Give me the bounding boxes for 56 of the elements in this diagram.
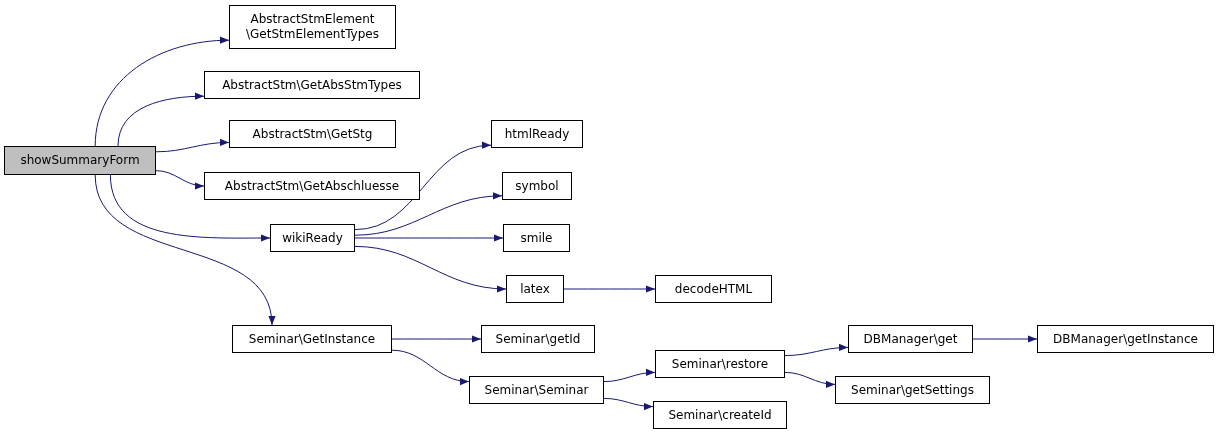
function-name: AbstractStm\GetStg [252,126,373,142]
call-arrow [354,142,492,231]
call-arrow [603,369,656,383]
function-name: DBManager\getInstance [1053,331,1198,347]
function-name: decodeHTML [674,281,753,297]
call-arrow [354,245,507,293]
function-box [491,120,583,148]
call-arrow [155,139,230,153]
function-name: Seminar\createId [668,407,772,423]
function-name: showSummaryForm [20,153,140,168]
call-arrow [109,174,271,242]
call-arrow [94,37,230,147]
function-box [204,71,420,99]
function-name: AbstractStm\GetAbsStmTypes [222,77,402,93]
function-box [655,350,785,378]
call-arrow [563,285,656,293]
function-box [503,224,570,252]
function-box [1037,325,1214,353]
function-box [848,325,973,353]
function-name: AbstractStm\GetAbschluesse [224,178,400,194]
function-box [229,120,396,148]
function-box [506,275,564,303]
function-name: Seminar\getSettings [851,382,974,398]
function-box [835,376,990,404]
function-name: Seminar\getId [495,331,581,347]
call-arrow [784,371,836,388]
function-name: Seminar\Seminar [484,382,589,398]
call-arrow [972,335,1038,343]
function-name: DBManager\get [863,331,958,347]
function-name: wikiReady [282,230,343,246]
function-name: symbol [515,178,559,194]
function-box [653,401,787,429]
call-arrow [155,170,205,190]
call-arrow [354,192,503,236]
function-box [4,146,156,175]
call-arrow [354,234,504,242]
function-name: Seminar\GetInstance [248,331,376,347]
function-box [270,224,355,252]
function-box [232,325,392,353]
call-arrow [391,335,482,343]
function-box [469,376,604,404]
function-name: htmlReady [504,126,570,142]
function-name: smile [520,230,553,246]
function-box [655,275,772,303]
function-box [481,325,595,353]
call-arrow [391,349,470,385]
call-arrow [117,92,205,147]
function-box [229,5,396,49]
function-name: Seminar\restore [671,356,769,372]
function-name: AbstractStmElement \GetStmElementTypes [245,12,380,42]
call-arrow [94,174,275,326]
function-box [204,172,420,200]
call-arrow [603,397,654,410]
function-box [502,172,572,200]
function-name: latex [520,281,550,297]
call-arrow [784,344,849,357]
